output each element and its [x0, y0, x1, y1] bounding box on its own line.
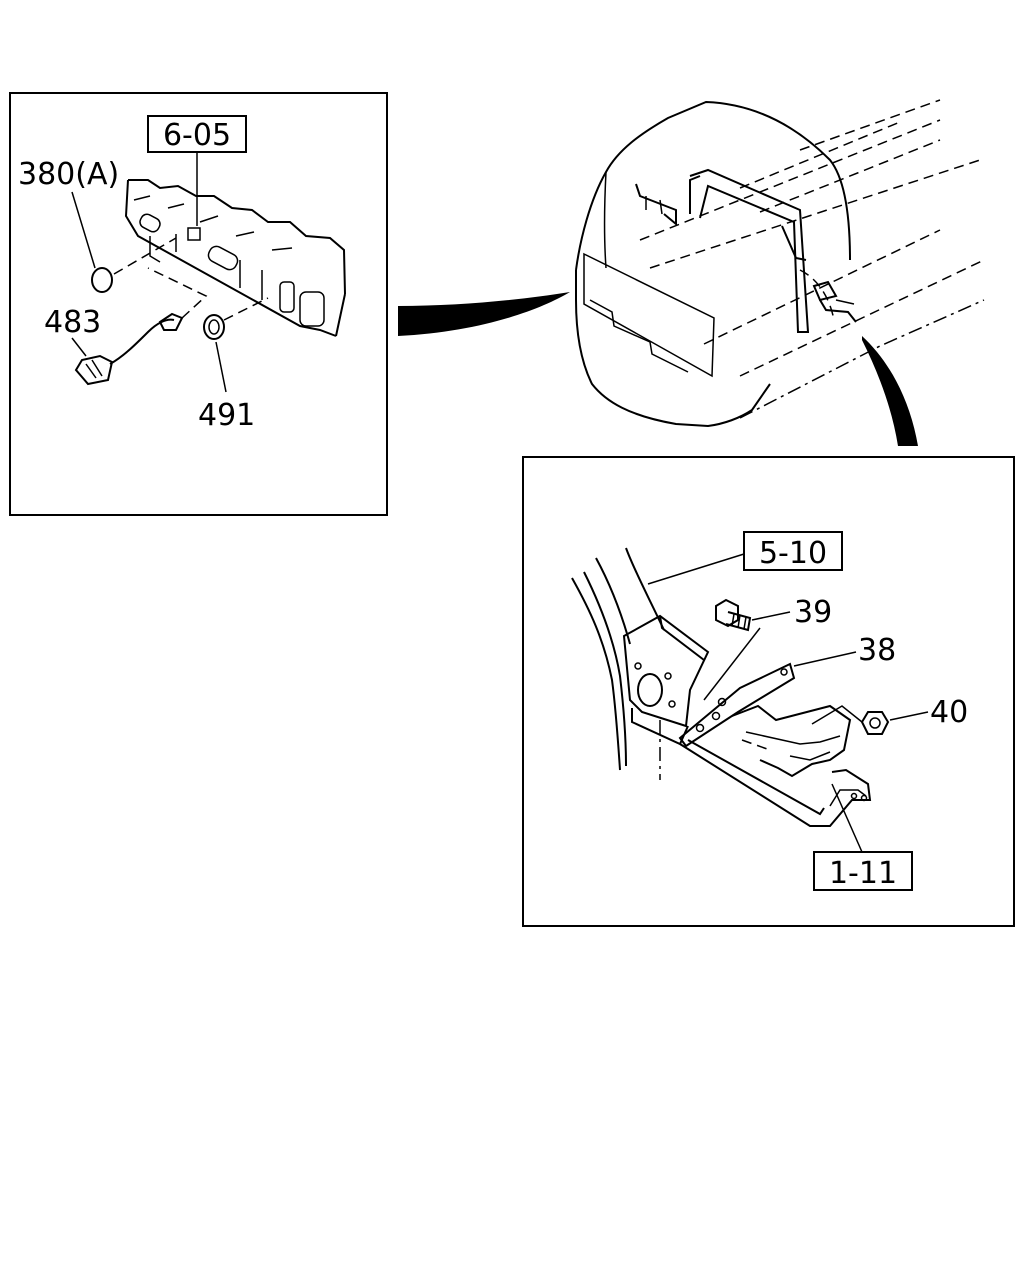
ref-label-6-05: 6-05: [163, 118, 231, 153]
callout-39[interactable]: 39: [794, 595, 832, 630]
detail-panel-bottom-right: 5-10: [522, 456, 1015, 927]
crossmember-part: [124, 179, 346, 337]
truck-cab-overview: [575, 99, 985, 428]
callout-40[interactable]: 40: [930, 695, 968, 730]
callout-38[interactable]: 38: [858, 633, 896, 668]
ref-label-1-11: 1-11: [829, 856, 897, 891]
sensor-part: [74, 312, 184, 386]
seal-ring-outer: [203, 314, 225, 340]
plate-38: [678, 662, 796, 748]
ref-box-1-11[interactable]: 1-11: [813, 851, 913, 891]
bolt-part: [715, 598, 752, 632]
cab-pillar: [571, 547, 665, 771]
callout-380a[interactable]: 380(A): [18, 157, 119, 192]
cross-piece: [731, 704, 852, 778]
detail-panel-top-left: 6-05 380(A) 483: [9, 92, 388, 516]
callout-491[interactable]: 491: [198, 398, 255, 433]
ref-label-5-10: 5-10: [759, 536, 827, 571]
nut-part: [860, 711, 890, 735]
leader-arrow-right: [862, 336, 918, 446]
grommet-part: [91, 267, 113, 293]
leader-arrow-left: [398, 292, 570, 336]
callout-483[interactable]: 483: [44, 305, 101, 340]
ref-box-5-10[interactable]: 5-10: [743, 531, 843, 571]
mounting-bracket: [622, 614, 710, 728]
